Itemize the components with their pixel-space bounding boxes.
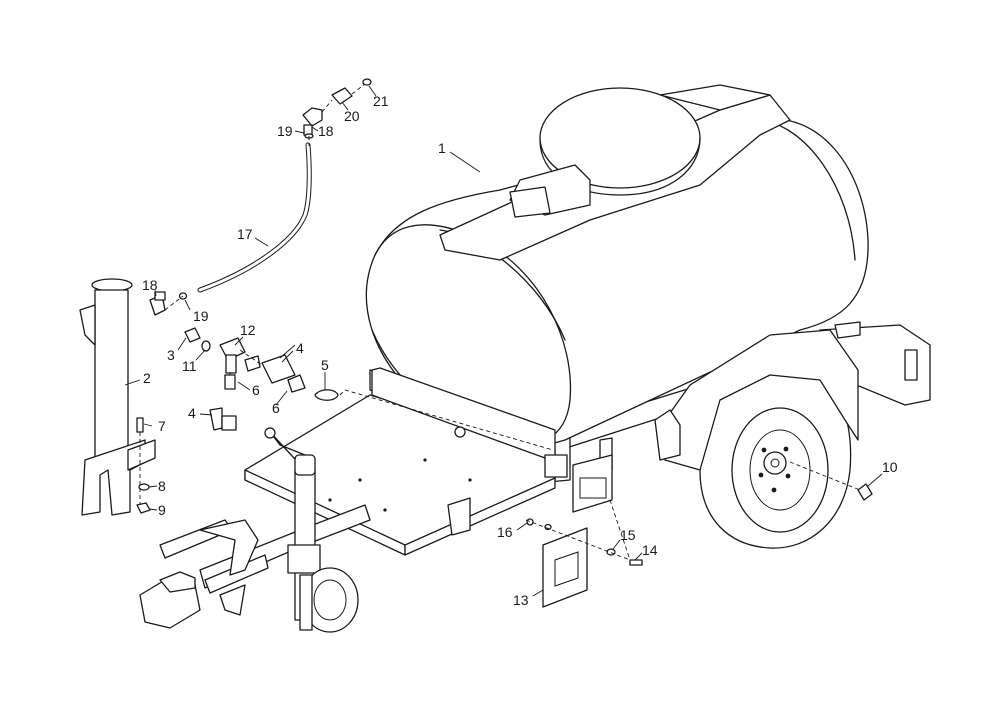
- callout-20: 20: [344, 108, 360, 124]
- callout-2: 2: [143, 370, 151, 386]
- load-bed: [244, 367, 568, 556]
- supply-hose: [149, 78, 372, 316]
- callout-9: 9: [158, 502, 166, 518]
- callout-15: 15: [620, 527, 636, 543]
- jockey-wheel: [264, 427, 359, 633]
- callout-10: 10: [882, 459, 898, 475]
- callout-16: 16: [497, 524, 513, 540]
- prop-stand: [79, 278, 156, 516]
- callout-19-lower: 19: [193, 308, 209, 324]
- callout-5: 5: [321, 357, 329, 373]
- assembly-dashes: [139, 83, 861, 561]
- callout-13: 13: [513, 592, 529, 608]
- callout-6-upper: 6: [252, 382, 260, 398]
- leader-lines: [124, 85, 883, 597]
- callout-19-upper: 19: [277, 123, 293, 139]
- wheel-and-mudguard: [654, 329, 859, 549]
- number-plate-bracket: [526, 483, 873, 608]
- callout-6-lower: 6: [272, 400, 280, 416]
- callout-21: 21: [373, 93, 389, 109]
- callout-11: 11: [182, 358, 197, 374]
- callout-8: 8: [158, 478, 166, 494]
- callout-18-upper: 18: [318, 123, 334, 139]
- callout-12: 12: [240, 322, 256, 338]
- callout-14: 14: [642, 542, 658, 558]
- water-tank: [365, 84, 869, 447]
- callout-3: 3: [167, 347, 175, 363]
- callout-7: 7: [158, 418, 166, 434]
- drawbar: [139, 504, 371, 629]
- callout-4-lower: 4: [188, 405, 196, 421]
- callout-1: 1: [438, 140, 446, 156]
- valve-assembly: [184, 327, 339, 431]
- callout-labels: 1 2 3 4 4 5 6 6 7 8 9 10 11 12 13 14 15 …: [142, 93, 898, 608]
- callout-18-lower: 18: [142, 277, 158, 293]
- callout-17: 17: [237, 226, 253, 242]
- callout-4-upper: 4: [296, 340, 304, 356]
